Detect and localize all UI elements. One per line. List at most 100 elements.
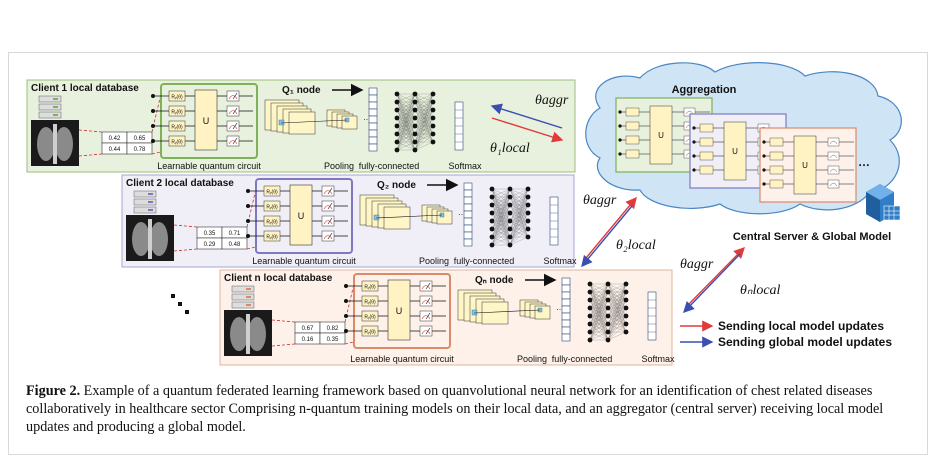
- fc-edge: [589, 291, 609, 341]
- matrix-value: 0.16: [302, 337, 314, 343]
- measure-needle: [327, 232, 333, 240]
- fc-input-unit: [463, 210, 473, 219]
- fc-edge: [396, 133, 416, 151]
- unitary-block: [793, 135, 817, 195]
- qubit-init: [692, 126, 696, 130]
- dash-line: [78, 153, 103, 157]
- ellipsis: …: [556, 303, 564, 312]
- database-led: [246, 288, 251, 290]
- fc-edge: [589, 331, 609, 341]
- measure-needle: [232, 122, 238, 130]
- fc-edge: [509, 220, 529, 238]
- fc-edge: [589, 283, 609, 317]
- ry-gate: [263, 215, 281, 227]
- database-led: [53, 106, 58, 108]
- measure-needle: [232, 92, 238, 100]
- fc-edge: [509, 204, 529, 238]
- qubit-init: [246, 234, 250, 238]
- fc-neuron: [489, 242, 495, 248]
- lqc-label: Learnable quantum circuit: [157, 161, 261, 171]
- fc-edge: [607, 283, 627, 317]
- qubit-init: [151, 139, 155, 143]
- database-led: [53, 98, 58, 100]
- ry-gate-label: Rᵧ(θ): [171, 95, 183, 101]
- qubit-init: [692, 168, 696, 172]
- matrix-value: 0.67: [302, 326, 314, 332]
- fc-neuron: [412, 91, 418, 97]
- qubit-init: [618, 124, 622, 128]
- fc-input-unit: [368, 108, 378, 117]
- measure-icon: [226, 90, 240, 102]
- fc-input-unit: [561, 326, 571, 335]
- qubit-init: [151, 109, 155, 113]
- database-icon: [231, 293, 255, 301]
- fc-edge: [607, 283, 627, 325]
- fc-edge: [396, 93, 416, 127]
- fc-input-unit: [561, 298, 571, 307]
- fc-neuron: [623, 297, 629, 303]
- fc-neuron: [412, 99, 418, 105]
- fc-input-unit: [463, 196, 473, 205]
- measure-arc: [421, 330, 431, 335]
- fc-neuron: [489, 194, 495, 200]
- matrix-value: 0.82: [327, 326, 339, 332]
- softmax-label: Softmax: [543, 256, 577, 266]
- qubit-init: [344, 314, 348, 318]
- measure-icon: [226, 135, 240, 147]
- fc-edge: [414, 117, 434, 143]
- ry-gate: [769, 137, 784, 147]
- qubit-init: [762, 154, 766, 158]
- fc-edge: [396, 117, 416, 151]
- fc-edge: [414, 109, 434, 143]
- fc-edge: [396, 93, 416, 111]
- local-update-arrow: [491, 117, 564, 143]
- matrix-value: 0.29: [204, 242, 216, 248]
- fc-edge: [396, 93, 416, 151]
- ry-gate: [168, 120, 186, 132]
- measure-arc: [228, 110, 238, 115]
- measure-arc: [829, 182, 838, 187]
- fc-edge: [396, 93, 416, 135]
- measure-icon: [321, 200, 335, 212]
- feature-pixel: [373, 214, 380, 221]
- matrix-cell: [221, 237, 248, 250]
- qubit-init: [692, 154, 696, 158]
- fc-neuron: [525, 234, 531, 240]
- fc-edge: [589, 307, 609, 341]
- fc-input-unit: [368, 87, 378, 96]
- fc-neuron: [489, 226, 495, 232]
- qubit-init: [246, 204, 250, 208]
- fc-edge: [509, 188, 529, 222]
- measure-arc: [323, 205, 333, 210]
- fc-input-unit: [368, 101, 378, 110]
- database-icon: [133, 190, 157, 198]
- node-label: Q₁ node: [282, 85, 321, 96]
- fc-neuron: [394, 91, 400, 97]
- fc-neuron: [430, 131, 436, 137]
- database-icon: [133, 206, 157, 214]
- ry-gate: [625, 121, 640, 131]
- fc-neuron: [605, 281, 611, 287]
- qubit-init: [692, 140, 696, 144]
- feature-map: [383, 206, 411, 230]
- fc-edge: [607, 283, 627, 301]
- matrix-value: 0.42: [109, 136, 121, 142]
- fc-neuron: [430, 91, 436, 97]
- fc-edge: [491, 220, 511, 246]
- fc-edge: [414, 93, 434, 119]
- fc-neuron: [587, 281, 593, 287]
- unitary-label: U: [802, 161, 808, 170]
- ry-gate-label: Rᵧ(θ): [266, 205, 278, 211]
- dash-line: [271, 343, 296, 347]
- measure-arc: [323, 190, 333, 195]
- fc-edge: [414, 141, 434, 151]
- theta-local-label: θ₁local: [490, 141, 530, 156]
- fc-input-unit: [463, 224, 473, 233]
- measure-arc: [228, 125, 238, 130]
- matrix-value: 0.35: [327, 337, 339, 343]
- measure-icon: [226, 105, 240, 117]
- fc-edge: [414, 93, 434, 143]
- measure-icon: [827, 165, 840, 175]
- node-label: Qₙ node: [475, 275, 514, 286]
- ry-gate: [263, 230, 281, 242]
